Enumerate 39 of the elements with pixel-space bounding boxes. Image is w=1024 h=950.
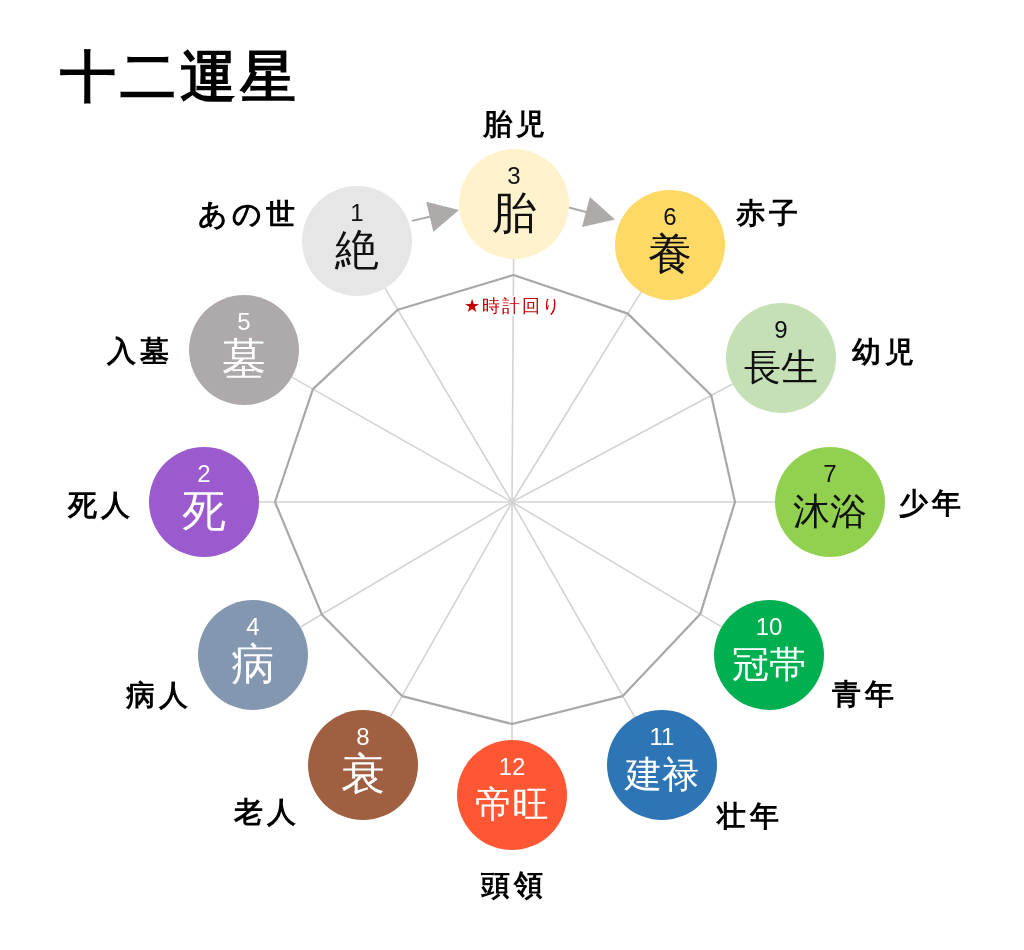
stage-number: 12: [498, 755, 526, 779]
stage-name: 衰: [341, 752, 385, 796]
stage-name: 冠帯: [732, 645, 806, 683]
age-label: 病人: [124, 680, 192, 710]
stage-name: 墓: [222, 337, 266, 381]
stage-number: 11: [649, 725, 675, 749]
age-label: 赤子: [735, 198, 802, 228]
stage-name: 養: [648, 232, 692, 276]
stage-name: 絶: [335, 228, 379, 272]
age-label: 死人: [66, 490, 134, 520]
stage-name: 建禄: [625, 755, 699, 793]
stage-name: 胎: [492, 191, 536, 235]
stage-number: 4: [246, 615, 260, 639]
age-label: 幼児: [851, 337, 918, 367]
stage-number: 3: [507, 164, 521, 188]
age-label: 老人: [233, 797, 300, 827]
stage-number: 5: [237, 310, 251, 334]
stage-name: 長生: [744, 348, 818, 386]
stage-number: 2: [197, 462, 211, 486]
stage-number: 10: [755, 615, 783, 639]
stage-number: 1: [350, 201, 364, 225]
stage-name: 病: [231, 642, 275, 686]
age-label: 胎児: [482, 109, 549, 139]
stage-number: 6: [663, 205, 677, 229]
age-label: 入墓: [105, 336, 173, 366]
stage-number: 7: [823, 462, 837, 486]
arrow: [411, 201, 459, 232]
age-label: 青年: [831, 679, 898, 709]
stage-name: 帝旺: [475, 785, 549, 823]
title: 十二運星: [59, 48, 300, 104]
stage-name: 沐浴: [793, 492, 867, 530]
stage-name: 死: [182, 489, 226, 533]
age-label: あの世: [196, 199, 299, 229]
age-label: 少年: [898, 488, 965, 518]
stage-number: 9: [774, 318, 788, 342]
age-label: 頭領: [480, 870, 547, 900]
stage-number: 8: [356, 725, 370, 749]
age-label: 壮年: [715, 801, 783, 831]
arrow: [568, 197, 615, 227]
